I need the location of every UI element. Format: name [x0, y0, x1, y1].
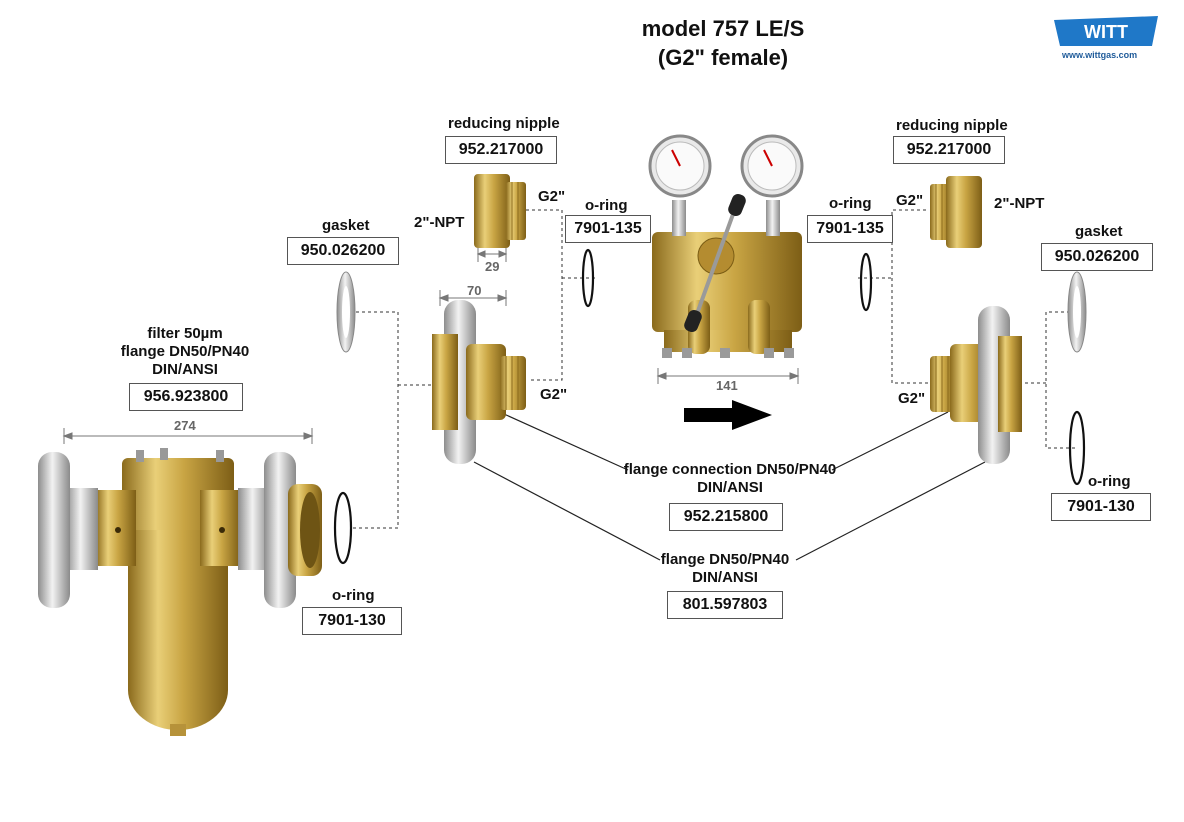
reducing-nipple-left-shape [474, 174, 526, 248]
oring-filter-label: o-ring [332, 587, 375, 604]
reducing-nipple-right-label: reducing nipple [896, 117, 1008, 134]
flange-connection-left-shape [432, 300, 526, 464]
oring-right-bottom-shape [1068, 410, 1086, 486]
reducing-nipple-right-npt: 2"-NPT [994, 195, 1045, 212]
dimension-lines [62, 246, 800, 444]
flange-left-thread: G2" [540, 386, 568, 403]
filter-label-line-3: DIN/ANSI [152, 361, 218, 378]
flange-connection-label-line-1: flange connection DN50/PN40 [623, 461, 837, 478]
filter-label: filter 50µm flange DN50/PN40 DIN/ANSI [100, 325, 270, 379]
regulator-dimension: 141 [716, 378, 738, 393]
title-line-2: (G2" female) [657, 45, 789, 70]
oring-right-bottom-part-number: 7901-130 [1051, 493, 1151, 521]
oring-right-bottom-label: o-ring [1088, 473, 1131, 490]
filter-part-number: 956.923800 [129, 383, 243, 411]
flange-label-line-2: DIN/ANSI [692, 569, 758, 586]
regulator-illustration [648, 134, 804, 358]
flange-connection-label-line-2: DIN/ANSI [697, 479, 763, 496]
gasket-right-label: gasket [1075, 223, 1123, 240]
flange-label: flange DN50/PN40 DIN/ANSI [640, 551, 810, 587]
reducing-nipple-left-part-number: 952.217000 [445, 136, 557, 164]
filter-dimension: 274 [174, 418, 196, 433]
oring-left-top-label: o-ring [585, 197, 628, 214]
flow-direction-arrow [684, 400, 772, 430]
gasket-left-shape [336, 271, 356, 353]
logo-url: www.wittgas.com [1062, 50, 1138, 60]
oring-right-top-label: o-ring [829, 195, 872, 212]
flange-connection-part-number: 952.215800 [669, 503, 783, 531]
gasket-left-part-number: 950.026200 [287, 237, 399, 265]
flange-connection-right-shape [930, 306, 1022, 464]
oring-filter-shape [333, 491, 353, 565]
svg-text:WITT: WITT [1084, 22, 1128, 42]
flange-label-line-1: flange DN50/PN40 [660, 551, 790, 568]
flange-left-dimension: 70 [467, 283, 482, 298]
flange-connection-label: flange connection DN50/PN40 DIN/ANSI [620, 461, 840, 497]
gasket-left-label: gasket [322, 217, 370, 234]
reducing-nipple-left-npt: 2"-NPT [414, 214, 465, 231]
oring-left-top-part-number: 7901-135 [565, 215, 651, 243]
oring-right-top-shape [859, 252, 873, 312]
oring-filter-part-number: 7901-130 [302, 607, 402, 635]
reducing-nipple-left-dimension: 29 [485, 259, 500, 274]
title-line-1: model 757 LE/S [641, 16, 805, 41]
oring-right-top-part-number: 7901-135 [807, 215, 893, 243]
gasket-right-shape [1067, 271, 1087, 353]
reducing-nipple-right-shape [930, 176, 982, 248]
gasket-right-part-number: 950.026200 [1041, 243, 1153, 271]
filter-label-line-1: filter 50µm [147, 325, 223, 342]
filter-illustration [38, 448, 322, 736]
flange-part-number: 801.597803 [667, 591, 783, 619]
dashed-connectors [352, 209, 1082, 529]
diagram-title: model 757 LE/S (G2" female) [560, 14, 886, 72]
witt-logo: WITT [1054, 16, 1158, 46]
flange-right-thread: G2" [898, 390, 926, 407]
leader-lines [473, 411, 986, 561]
filter-label-line-2: flange DN50/PN40 [120, 343, 250, 360]
oring-left-top-shape [581, 248, 595, 308]
reducing-nipple-left-label: reducing nipple [448, 115, 560, 132]
reducing-nipple-left-thread: G2" [538, 188, 566, 205]
reducing-nipple-right-part-number: 952.217000 [893, 136, 1005, 164]
reducing-nipple-right-thread: G2" [896, 192, 924, 209]
